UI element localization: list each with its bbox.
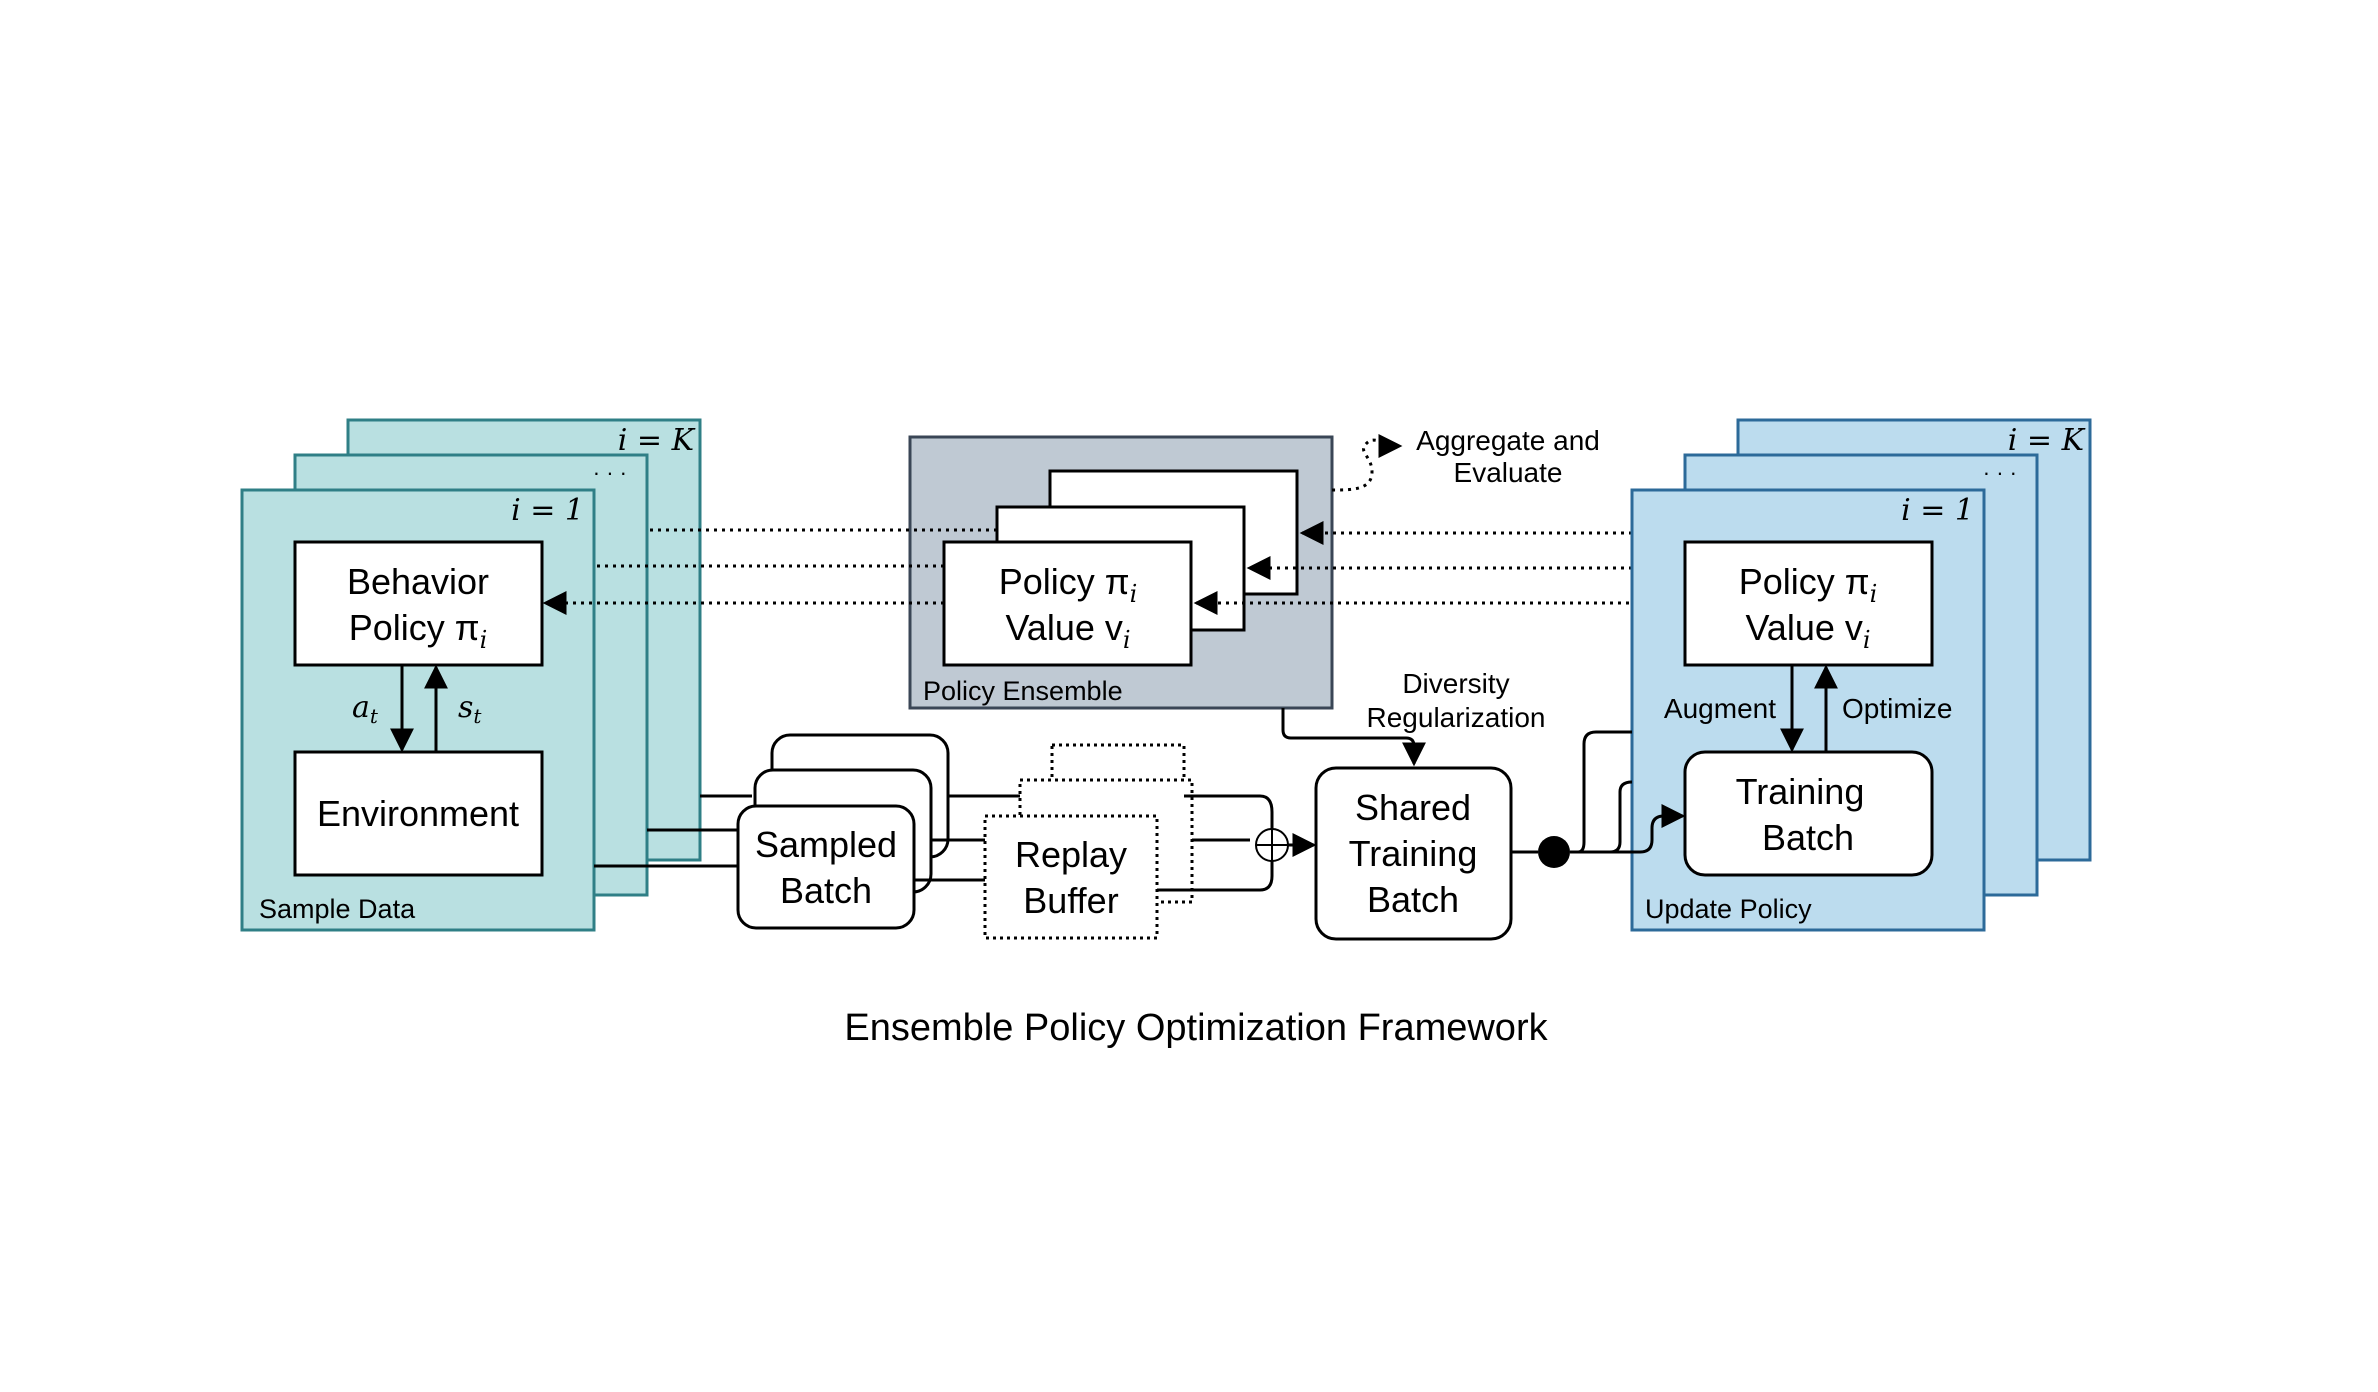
update-index-first: i = 1 (1901, 493, 1974, 528)
diversity-arrow (1281, 708, 1426, 767)
sample-panel-label: Sample Data (259, 894, 416, 924)
behavior-policy-line1: Behavior (347, 561, 489, 602)
environment-label: Environment (317, 793, 519, 834)
environment-box (293, 750, 544, 877)
aggregate-line1: Aggregate and (1416, 425, 1600, 456)
sample-panel: i = K · · · i = 1 Behavior Policy πi Env… (240, 418, 702, 932)
diversity-line1: Diversity (1402, 668, 1509, 699)
state-label: st (458, 690, 482, 728)
branch-to-update-k (1570, 730, 1632, 854)
shared-batch-line1: Shared (1355, 787, 1471, 828)
update-value-line: Value vi (1745, 607, 1870, 654)
sample-index-last: i = K (618, 423, 696, 458)
action-label: at (352, 690, 379, 728)
optimize-label: Optimize (1842, 693, 1952, 724)
training-batch-line1: Training (1736, 771, 1865, 812)
behavior-policy-line2: Policy πi (349, 607, 488, 654)
update-panel-label: Update Policy (1645, 894, 1812, 924)
sampled-batch-stack: Sampled Batch (594, 733, 950, 930)
augment-label: Augment (1664, 693, 1776, 724)
sampled-batch-line2: Batch (780, 870, 872, 911)
replay-buffer-line2: Buffer (1023, 880, 1118, 921)
update-policy-line: Policy πi (1739, 561, 1878, 608)
sampled-to-replay-lines (914, 794, 1020, 882)
replay-to-sum-lines (1157, 794, 1274, 892)
update-index-dots: · · · (1983, 460, 2017, 485)
sample-flow-lines (594, 794, 752, 868)
sample-index-dots: · · · (593, 460, 627, 485)
update-panel: i = K · · · i = 1 Policy πi Value vi Tra… (1630, 418, 2092, 932)
shared-batch-line2: Training (1349, 833, 1478, 874)
diversity-line2: Regularization (1367, 702, 1546, 733)
branch-to-training-batch (1570, 804, 1686, 854)
aggregate-line2: Evaluate (1454, 457, 1563, 488)
ensemble-card-front (942, 540, 1193, 667)
branch-to-update-mid (1570, 780, 1633, 854)
shared-batch-line3: Batch (1367, 879, 1459, 920)
update-policy-box (1683, 540, 1934, 667)
figure-title: Ensemble Policy Optimization Framework (844, 1007, 1548, 1049)
branch-node (1538, 836, 1570, 868)
sampled-batch-front (736, 804, 916, 930)
behavior-policy-box (293, 540, 544, 667)
update-index-last: i = K (2008, 423, 2086, 458)
training-batch-line2: Batch (1762, 817, 1854, 858)
ensemble-panel-label: Policy Ensemble (923, 676, 1123, 706)
ensemble-panel: Policy πi Value vi Policy Ensemble (908, 435, 1334, 710)
replay-buffer-stack: Replay Buffer (983, 743, 1194, 940)
sampled-batch-line1: Sampled (755, 824, 897, 865)
replay-buffer-front (983, 814, 1159, 940)
replay-buffer-line1: Replay (1015, 834, 1127, 875)
ensemble-value-line: Value vi (1005, 607, 1130, 654)
aggregate-arrow (1331, 433, 1403, 492)
sample-index-first: i = 1 (511, 493, 584, 528)
ensemble-policy-line: Policy πi (999, 561, 1138, 608)
